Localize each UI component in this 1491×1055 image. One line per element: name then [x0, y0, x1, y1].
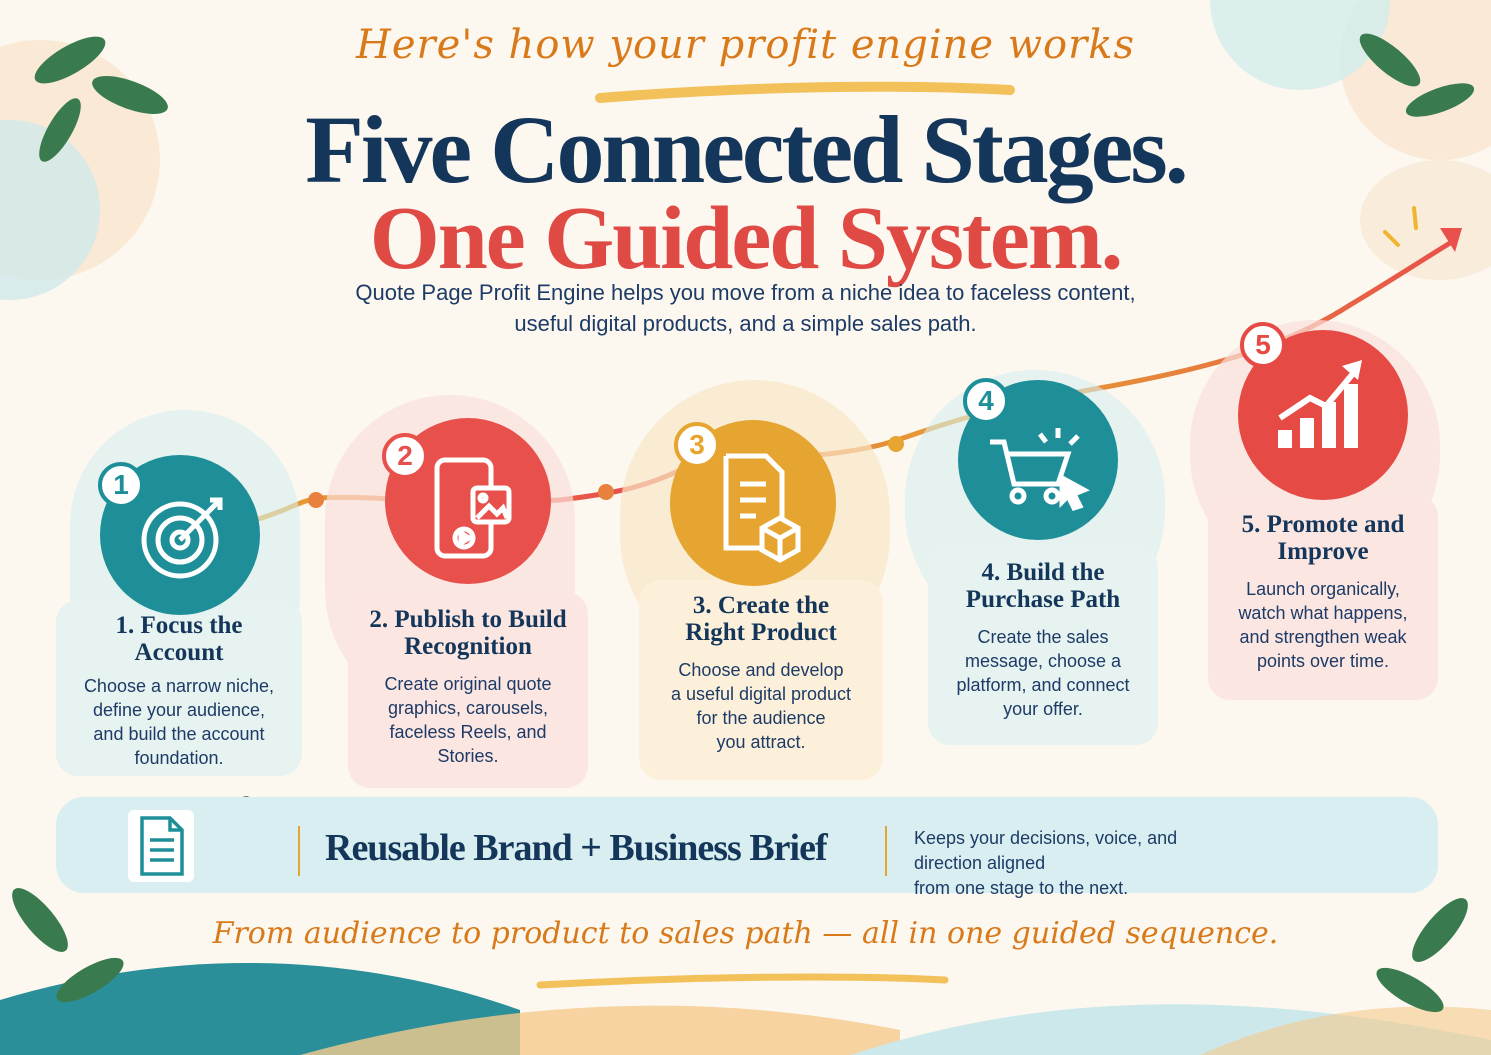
cart-cursor-icon	[990, 428, 1090, 512]
document-box-icon	[723, 453, 801, 563]
brief-divider-left	[298, 826, 300, 876]
footer-tagline: From audience to product to sales path —…	[212, 916, 1279, 951]
phone-media-icon	[434, 457, 512, 559]
brief-icon-tile	[128, 810, 194, 882]
growth-chart-icon	[1278, 360, 1362, 448]
document-icon	[140, 816, 184, 876]
stage-3-number: 3	[674, 422, 720, 468]
brief-title: Reusable Brand + Business Brief	[325, 827, 828, 869]
intro-line1: Quote Page Profit Engine helps you move …	[355, 280, 1136, 305]
brief-description: Keeps your decisions, voice, and directi…	[914, 828, 1178, 898]
brief-divider-right	[885, 826, 887, 876]
stage-1-number: 1	[98, 462, 144, 508]
stage-4-number: 4	[963, 378, 1009, 424]
stage-1-desc: Choose a narrow niche,define your audien…	[83, 676, 275, 768]
stage-5-number: 5	[1240, 322, 1286, 368]
target-icon	[141, 497, 223, 579]
stage-5-desc: Launch organically,watch what happens,an…	[1238, 579, 1408, 671]
brief-bar	[56, 797, 1438, 893]
page-title-line1: Five Connected Stages.	[305, 96, 1189, 203]
stage-2-number: 2	[382, 433, 428, 479]
intro-line2: useful digital products, and a simple sa…	[514, 311, 977, 336]
page-title-line2: One Guided System.	[369, 189, 1124, 288]
eyebrow-text: Here's how your profit engine works	[355, 22, 1136, 68]
